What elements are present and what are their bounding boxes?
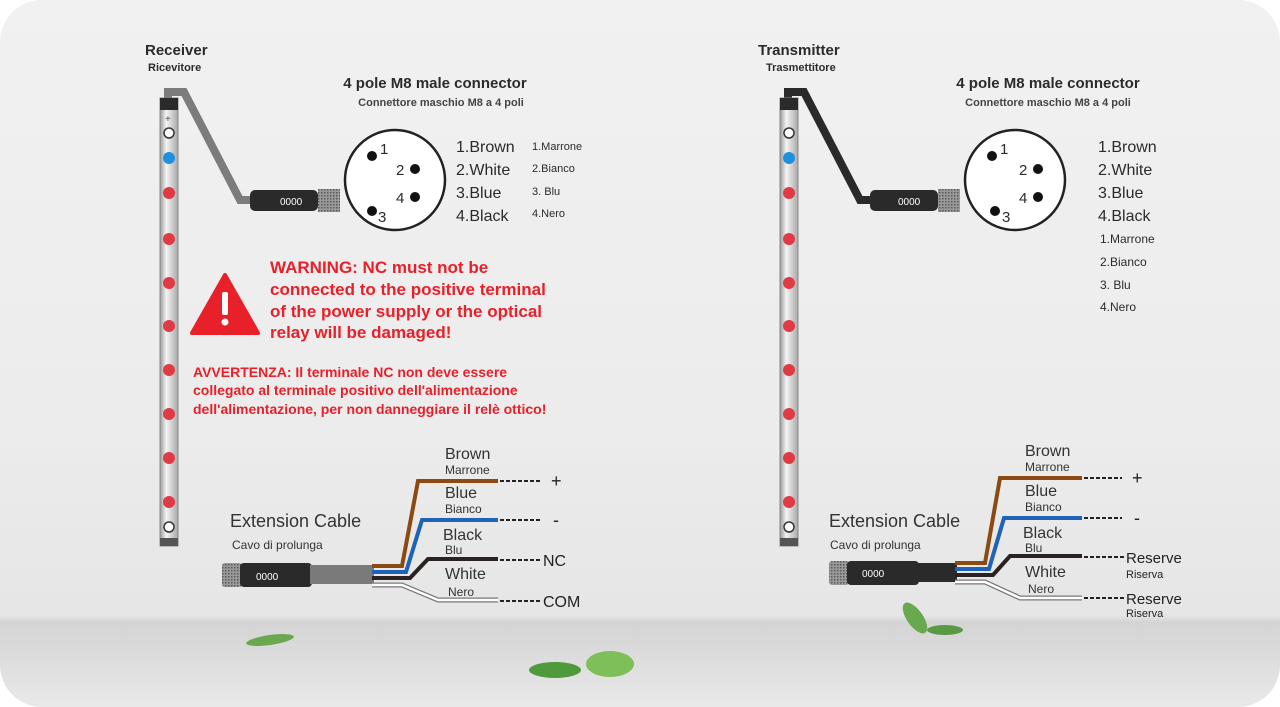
terminal-labels: + - Reserve Riserva Reserve Riserva [1126,468,1182,620]
label-text: Black [443,527,483,544]
terminal-labels: + - NC COM [543,471,580,611]
connector-subtitle: Connettore maschio M8 a 4 poli [358,97,524,109]
label-text: Marrone [1025,460,1070,474]
warning-text-it: AVVERTENZA: Il terminale NC non deve ess… [193,364,546,417]
transmitter-section: Transmitter Trasmettitore 0000 4 pole M8… [758,42,1182,620]
pin-color-list: 1.Brown 2.White 3.Blue 4.Black 1.Marrone… [456,139,582,225]
label-text: Blu [1025,541,1042,555]
label-text: Nero [1028,582,1054,596]
extension-cable-label: Extension Cable [829,511,960,531]
label-text: NC [543,553,566,570]
label-text: 3.Blue [456,185,501,202]
label-text: Reserve [1126,550,1182,567]
label-text: 1 [380,141,388,158]
label-text: 1.Brown [456,139,515,156]
extension-cable-label: Extension Cable [230,511,361,531]
label-text: Black [1023,525,1063,542]
label-text: Reserve [1126,591,1182,608]
label-text: 4.Nero [1100,300,1136,314]
leaf-decoration [246,602,963,678]
label-text: 3. Blu [1100,278,1131,292]
label-text: 4 [1019,190,1027,207]
label-text: 2.White [456,162,510,179]
label-text: + [551,471,562,491]
label-text: Bianco [1025,500,1062,514]
label-text: Brown [1025,443,1070,460]
warning-text-en: WARNING: NC must not be connected to the… [270,258,546,342]
label-text: Nero [448,585,474,599]
receiver-section: Receiver Ricevitore + 0000 4 pole M8 mal… [145,42,582,611]
label-text: 1.Brown [1098,139,1157,156]
label-text: Marrone [445,463,490,477]
label-text: of the power supply or the optical [270,302,542,321]
transmitter-title: Transmitter [758,42,840,59]
label-text: AVVERTENZA: Il terminale NC non deve ess… [193,364,507,380]
receiver-subtitle: Ricevitore [148,62,201,74]
label-text: 4.Nero [532,208,565,220]
label-text: 0000 [862,569,885,580]
label-text: 1 [1000,141,1008,158]
connector-pinout-diagram: 1 2 4 3 [963,128,1067,232]
label-text: 3 [378,209,386,226]
label-text: - [1134,508,1140,528]
label-text: 2.White [1098,162,1152,179]
connector-title: 4 pole M8 male connector [956,75,1140,92]
svg-text:+: + [165,114,171,125]
label-text: + [1132,468,1143,488]
wire-labels: Brown Marrone Blue Bianco Black Blu Whit… [1023,443,1070,596]
label-text: Riserva [1126,569,1164,581]
label-text: 4 [396,190,404,207]
receiver-title: Receiver [145,42,208,59]
label-text: 2 [396,162,404,179]
transmitter-subtitle: Trasmettitore [766,62,836,74]
label-text: dell'alimentazione, per non danneggiare … [193,401,546,417]
extension-cable-label-it: Cavo di prolunga [830,538,921,552]
wire-labels: Brown Marrone Blue Bianco Black Blu Whit… [443,446,490,599]
receiver-sensor-bar: + [159,88,252,547]
label-text: 3.Blue [1098,185,1143,202]
receiver-m8-plug: 0000 [250,189,340,212]
extension-cable: 0000 [222,479,542,603]
connector-subtitle: Connettore maschio M8 a 4 poli [965,97,1131,109]
label-text: 0000 [898,197,921,208]
transmitter-sensor-bar [779,88,872,547]
label-text: 1.Marrone [532,141,582,153]
warning-icon [190,273,260,335]
label-text: 2.Bianco [532,163,575,175]
label-text: 4.Black [456,208,509,225]
label-text: Blue [445,485,477,502]
label-text: 0000 [256,572,279,583]
label-text: Blu [445,543,462,557]
connector-title: 4 pole M8 male connector [343,75,527,92]
extension-cable: 0000 [829,476,1125,601]
label-text: 2 [1019,162,1027,179]
label-text: collegato al terminale positivo dell'ali… [193,382,518,398]
label-text: Blue [1025,483,1057,500]
label-text: 2.Bianco [1100,255,1147,269]
label-text: 1.Marrone [1100,232,1155,246]
transmitter-m8-plug: 0000 [870,189,960,212]
label-text: connected to the positive terminal [270,280,546,299]
label-text: WARNING: NC must not be [270,258,488,277]
plug-code: 0000 [280,197,303,208]
label-text: 3 [1002,209,1010,226]
label-text: 4.Black [1098,208,1151,225]
pin-color-list: 1.Brown 2.White 3.Blue 4.Black 1.Marrone… [1098,139,1157,314]
label-text: Riserva [1126,608,1164,620]
label-text: COM [543,594,580,611]
label-text: Brown [445,446,490,463]
label-text: - [553,510,559,530]
label-text: Bianco [445,502,482,516]
label-text: White [1025,564,1066,581]
label-text: 3. Blu [532,186,560,198]
connector-pinout-diagram: 1 2 4 3 [343,128,447,232]
label-text: White [445,566,486,583]
extension-cable-label-it: Cavo di prolunga [232,538,323,552]
label-text: relay will be damaged! [270,323,451,342]
